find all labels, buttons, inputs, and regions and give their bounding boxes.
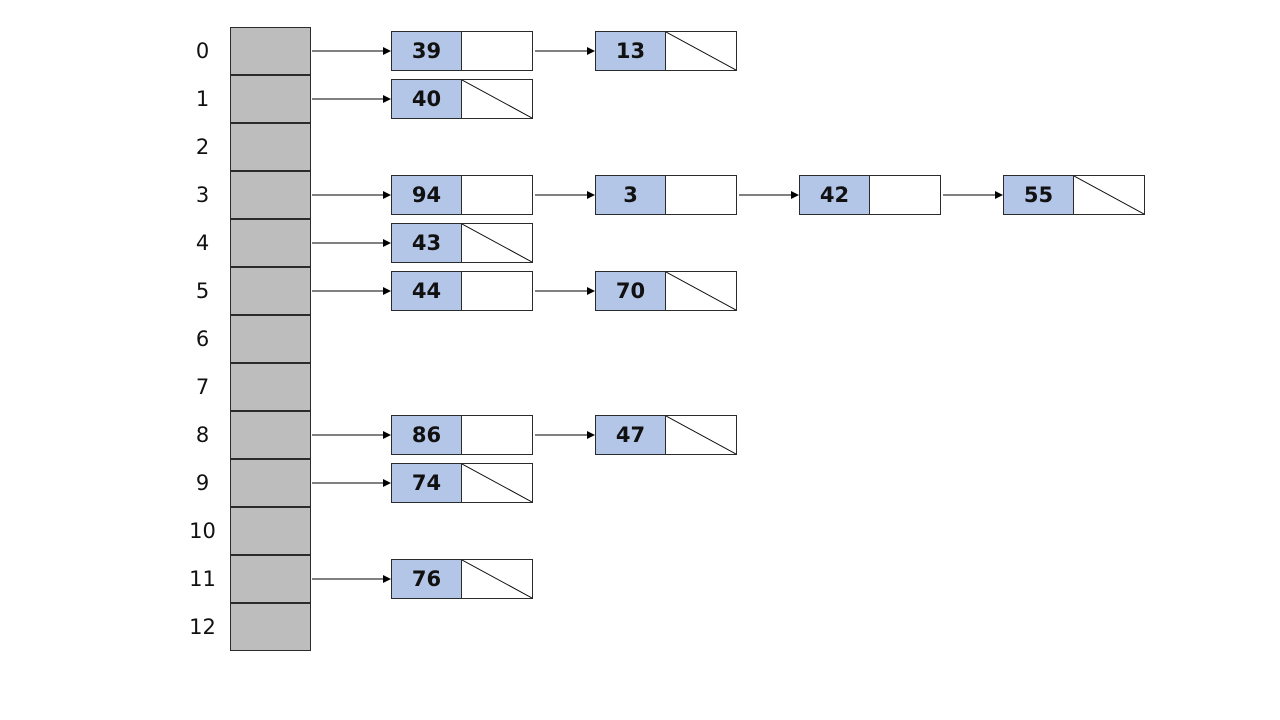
row-index: 1 bbox=[195, 87, 210, 111]
list-node: 42 bbox=[799, 175, 941, 215]
row-index: 9 bbox=[195, 471, 210, 495]
node-key: 86 bbox=[391, 415, 462, 455]
table-cell bbox=[230, 27, 311, 75]
list-node: 40 bbox=[391, 79, 533, 119]
list-node: 55 bbox=[1003, 175, 1145, 215]
node-next-pointer bbox=[1074, 175, 1145, 215]
null-pointer-slash bbox=[666, 416, 736, 454]
node-key: 94 bbox=[391, 175, 462, 215]
list-node: 39 bbox=[391, 31, 533, 71]
table-cell bbox=[230, 315, 311, 363]
null-pointer-slash bbox=[666, 272, 736, 310]
node-key: 42 bbox=[799, 175, 870, 215]
row-index: 6 bbox=[195, 327, 210, 351]
node-key: 74 bbox=[391, 463, 462, 503]
list-node: 43 bbox=[391, 223, 533, 263]
node-next-pointer bbox=[666, 175, 737, 215]
table-cell bbox=[230, 75, 311, 123]
table-cell bbox=[230, 411, 311, 459]
node-key: 13 bbox=[595, 31, 666, 71]
table-cell bbox=[230, 507, 311, 555]
node-next-pointer bbox=[666, 271, 737, 311]
row-index: 4 bbox=[195, 231, 210, 255]
node-key: 43 bbox=[391, 223, 462, 263]
null-pointer-slash bbox=[462, 464, 532, 502]
table-cell bbox=[230, 555, 311, 603]
node-next-pointer bbox=[870, 175, 941, 215]
null-pointer-slash bbox=[462, 80, 532, 118]
null-pointer-slash bbox=[666, 32, 736, 70]
table-cell bbox=[230, 267, 311, 315]
node-next-pointer bbox=[666, 415, 737, 455]
node-key: 39 bbox=[391, 31, 462, 71]
null-pointer-slash bbox=[462, 224, 532, 262]
row-index: 2 bbox=[195, 135, 210, 159]
node-next-pointer bbox=[462, 175, 533, 215]
node-next-pointer bbox=[666, 31, 737, 71]
node-key: 47 bbox=[595, 415, 666, 455]
list-node: 13 bbox=[595, 31, 737, 71]
node-key: 76 bbox=[391, 559, 462, 599]
node-next-pointer bbox=[462, 271, 533, 311]
list-node: 3 bbox=[595, 175, 737, 215]
node-key: 3 bbox=[595, 175, 666, 215]
row-index: 3 bbox=[195, 183, 210, 207]
list-node: 70 bbox=[595, 271, 737, 311]
table-cell bbox=[230, 219, 311, 267]
node-next-pointer bbox=[462, 463, 533, 503]
node-next-pointer bbox=[462, 559, 533, 599]
list-node: 94 bbox=[391, 175, 533, 215]
list-node: 76 bbox=[391, 559, 533, 599]
table-cell bbox=[230, 123, 311, 171]
row-index: 8 bbox=[195, 423, 210, 447]
table-cell bbox=[230, 603, 311, 651]
list-node: 47 bbox=[595, 415, 737, 455]
row-index: 10 bbox=[189, 519, 216, 543]
list-node: 74 bbox=[391, 463, 533, 503]
node-next-pointer bbox=[462, 415, 533, 455]
table-cell bbox=[230, 171, 311, 219]
row-index: 5 bbox=[195, 279, 210, 303]
node-key: 70 bbox=[595, 271, 666, 311]
node-next-pointer bbox=[462, 79, 533, 119]
row-index: 7 bbox=[195, 375, 210, 399]
node-next-pointer bbox=[462, 223, 533, 263]
list-node: 44 bbox=[391, 271, 533, 311]
row-index: 12 bbox=[189, 615, 216, 639]
table-cell bbox=[230, 459, 311, 507]
null-pointer-slash bbox=[462, 560, 532, 598]
row-index: 0 bbox=[195, 39, 210, 63]
table-cell bbox=[230, 363, 311, 411]
node-key: 40 bbox=[391, 79, 462, 119]
pointer-arrows bbox=[312, 47, 1003, 583]
null-pointer-slash bbox=[1074, 176, 1144, 214]
node-key: 44 bbox=[391, 271, 462, 311]
row-index: 11 bbox=[189, 567, 216, 591]
node-key: 55 bbox=[1003, 175, 1074, 215]
list-node: 86 bbox=[391, 415, 533, 455]
node-next-pointer bbox=[462, 31, 533, 71]
